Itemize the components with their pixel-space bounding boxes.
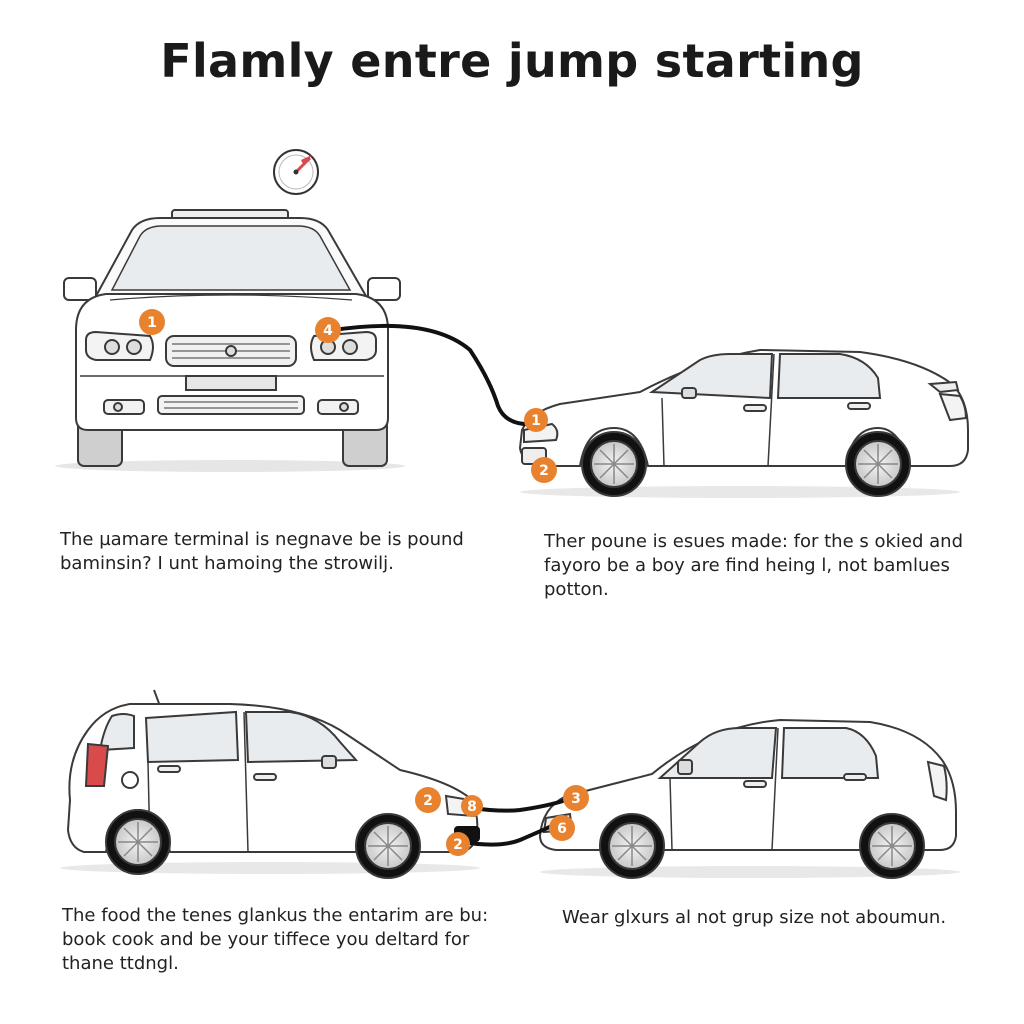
- svg-text:2: 2: [453, 837, 463, 853]
- caption-bottom-left: The food the tenes glankus the entarim a…: [62, 905, 489, 974]
- svg-text:2: 2: [423, 793, 433, 809]
- badge-side-car-front-bottom: 2: [531, 457, 557, 483]
- svg-text:3: 3: [571, 791, 581, 807]
- gauge-icon: [273, 149, 319, 195]
- caption-bottom-right: Wear glxurs al not grup size not aboumun…: [562, 907, 947, 928]
- caption-top-right: Ther poune is esues made: for the s okie…: [544, 531, 963, 600]
- badge-hatch-front-lower: 2: [446, 832, 470, 856]
- caption-top-left: The µamare terminal is negnave be is pou…: [60, 529, 464, 574]
- svg-text:1: 1: [147, 315, 157, 331]
- side-view-sedan-rear: [538, 718, 960, 879]
- svg-text:8: 8: [467, 799, 477, 815]
- badge-sedan-front-upper: 3: [563, 785, 589, 811]
- svg-text:1: 1: [531, 413, 541, 429]
- svg-text:4: 4: [323, 323, 333, 339]
- diagram-title: Flamly entre jump starting: [160, 34, 864, 88]
- badge-sedan-front-lower: 6: [549, 815, 575, 841]
- badge-front-car-right: 4: [315, 317, 341, 343]
- svg-text:2: 2: [539, 463, 549, 479]
- front-view-car: [55, 209, 405, 472]
- side-view-hatchback: [60, 689, 480, 879]
- badge-side-car-front-top: 1: [524, 408, 548, 432]
- svg-text:6: 6: [557, 821, 567, 837]
- badge-front-car-left: 1: [139, 309, 165, 335]
- side-view-sedan: [518, 348, 969, 498]
- badge-hatch-front-plug: 8: [461, 795, 483, 817]
- badge-hatch-front-upper: 2: [415, 787, 441, 813]
- jumper-cable-top: [332, 323, 536, 427]
